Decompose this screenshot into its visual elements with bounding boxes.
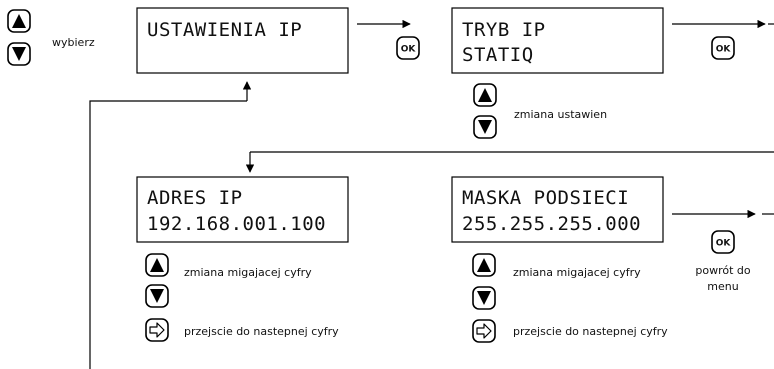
arrow-down-icon <box>477 291 491 305</box>
screen-ip-mode: TRYB IP STATIQ <box>451 7 664 74</box>
ok-button[interactable]: OK <box>711 230 735 254</box>
screen-line-1: TRYB IP <box>462 19 546 41</box>
ok-button-label: OK <box>716 45 732 55</box>
back-to-menu-label-line-2: menu <box>707 280 738 293</box>
select-down-button[interactable] <box>7 42 31 66</box>
ok-button-label: OK <box>401 45 417 55</box>
arrow-down-icon <box>150 289 164 303</box>
arrow-right-outline-icon <box>476 323 492 339</box>
next-digit-label: przejscie do nastepnej cyfry <box>513 325 668 338</box>
change-digit-label: zmiana migajacej cyfry <box>513 266 641 279</box>
screen-ip-settings: USTAWIENIA IP <box>136 7 349 74</box>
digit-down-button[interactable] <box>145 284 169 308</box>
digit-up-button[interactable] <box>145 253 169 277</box>
change-settings-label: zmiana ustawien <box>514 108 607 121</box>
change-down-button[interactable] <box>473 115 497 139</box>
screen-subnet-mask: MASKA PODSIECI 255.255.255.000 <box>451 176 664 243</box>
screen-line-1: MASKA PODSIECI <box>462 187 629 209</box>
select-label: wybierz <box>52 36 95 49</box>
arrow-up-icon <box>478 88 492 102</box>
change-digit-label: zmiana migajacej cyfry <box>184 266 312 279</box>
screen-line-2: STATIQ <box>462 44 534 66</box>
screen-ip-address: ADRES IP 192.168.001.100 <box>136 176 349 243</box>
change-up-button[interactable] <box>473 83 497 107</box>
return-line <box>89 100 247 369</box>
screen-line-2: 255.255.255.000 <box>462 213 641 235</box>
arrow-up-icon <box>477 258 491 272</box>
select-up-button[interactable] <box>7 9 31 33</box>
arrow-down-icon <box>478 120 492 134</box>
next-digit-button[interactable] <box>472 319 496 343</box>
next-digit-button[interactable] <box>145 318 169 342</box>
screen-line-1: USTAWIENIA IP <box>147 19 302 41</box>
arrow-up-icon <box>150 258 164 272</box>
ok-button-label: OK <box>716 239 732 249</box>
back-to-menu-label: powrót do <box>695 264 751 277</box>
ok-button[interactable]: OK <box>711 36 735 60</box>
arrow-down-icon <box>12 47 26 61</box>
screen-line-2: 192.168.001.100 <box>147 213 326 235</box>
arrow-up-icon <box>12 14 26 28</box>
arrow-right-outline-icon <box>149 322 165 338</box>
digit-down-button[interactable] <box>472 286 496 310</box>
ok-button[interactable]: OK <box>396 36 420 60</box>
screen-line-1: ADRES IP <box>147 187 243 209</box>
digit-up-button[interactable] <box>472 253 496 277</box>
next-digit-label: przejscie do nastepnej cyfry <box>184 325 339 338</box>
